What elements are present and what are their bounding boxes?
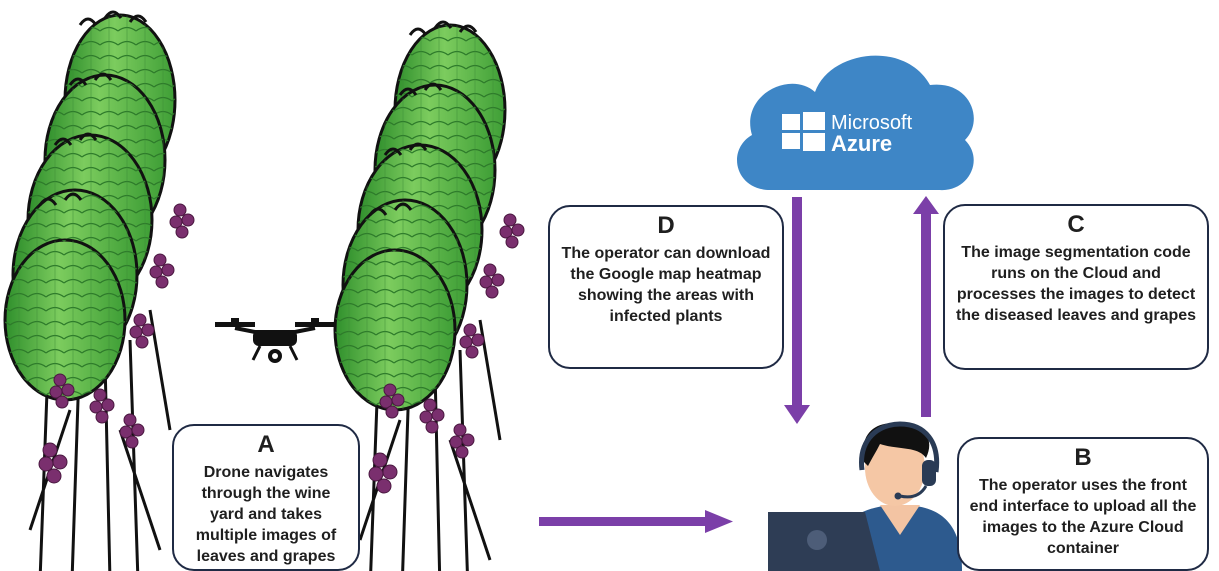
step-letter-b: B — [1074, 444, 1092, 471]
step-text-d: The operator can download the Google map… — [561, 245, 771, 325]
step-letter-a: A — [257, 431, 275, 458]
step-text-a: Drone navigates through the wine yard an… — [195, 464, 337, 565]
azure-brand-bottom: Azure — [831, 131, 893, 156]
step-text-b: The operator uses the front end interfac… — [969, 477, 1197, 557]
vine-row-right — [333, 20, 526, 571]
laptop-icon — [768, 512, 880, 571]
step-letter-c: C — [1067, 211, 1085, 238]
arrow-operator-to-cloud — [913, 196, 939, 417]
arrow-cloud-to-operator — [784, 197, 810, 424]
step-letter-d: D — [657, 212, 675, 239]
step-text-c: The image segmentation code runs on the … — [955, 244, 1197, 324]
azure-brand-top: Microsoft — [831, 112, 913, 134]
drone-icon — [215, 318, 335, 363]
windows-logo-icon — [782, 112, 825, 151]
vine-row-left — [3, 10, 196, 571]
step-box-c: C The image segmentation code runs on th… — [943, 204, 1209, 370]
step-box-b: B The operator uses the front end interf… — [957, 437, 1209, 571]
arrow-a-to-b — [539, 510, 733, 533]
step-box-d: D The operator can download the Google m… — [548, 205, 784, 369]
step-box-a: A Drone navigates through the wine yard … — [172, 424, 360, 571]
azure-cloud — [737, 55, 974, 191]
